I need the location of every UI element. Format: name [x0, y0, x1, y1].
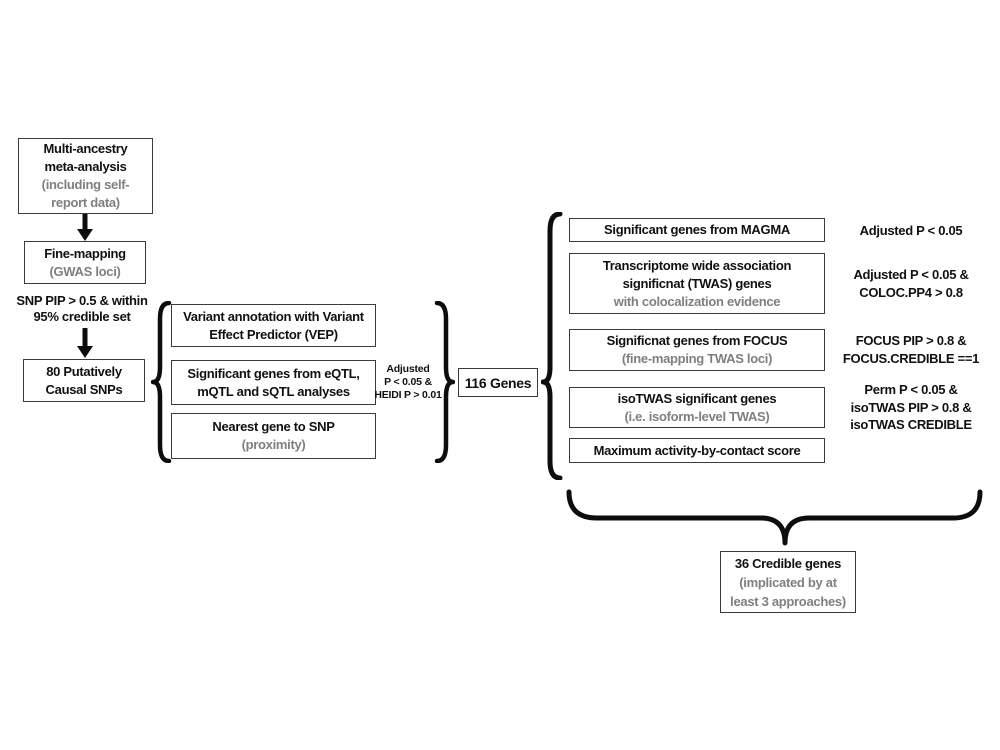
twas-genes-box: Transcriptome wide association significn…: [569, 253, 825, 314]
isotwas-genes-title: isoTWAS significant genes: [617, 390, 777, 406]
twas-genes-subtitle: with colocalization evidence: [613, 293, 781, 309]
heidi-threshold-annotation: Adjusted P < 0.05 & HEIDI P > 0.01: [374, 363, 442, 401]
nearest-gene-title: Nearest gene to SNP: [212, 419, 335, 434]
nearest-gene-box: Nearest gene to SNP (proximity): [171, 413, 376, 459]
genes-116-box: 116 Genes: [458, 368, 538, 397]
curly-brace-down-icon: [566, 489, 983, 546]
curly-brace-left-icon: [541, 212, 563, 480]
credible-genes-title: 36 Credible genes: [734, 555, 842, 571]
focus-genes-title: Significnat genes from FOCUS: [606, 333, 788, 348]
arrow-down-icon: [77, 214, 93, 241]
isotwas-genes-box: isoTWAS significant genes (i.e. isoform-…: [569, 387, 825, 428]
isotwas-threshold-annotation: Perm P < 0.05 & isoTWAS PIP > 0.8 & isoT…: [850, 382, 972, 432]
credible-genes-subtitle: (implicated by at least 3 approaches): [730, 574, 846, 609]
causal-snps-title: 80 Putatively Causal SNPs: [45, 363, 123, 397]
twas-genes-title: Transcriptome wide association significn…: [602, 257, 792, 291]
vep-annotation-box: Variant annotation with Variant Effect P…: [171, 304, 376, 347]
magma-genes-box: Significant genes from MAGMA: [569, 218, 825, 242]
magma-genes-title: Significant genes from MAGMA: [604, 222, 790, 237]
magma-threshold-annotation: Adjusted P < 0.05: [859, 223, 963, 238]
arrow-down-icon: [77, 328, 93, 358]
credible-genes-box: 36 Credible genes (implicated by at leas…: [720, 551, 856, 613]
fine-mapping-box: Fine-mapping (GWAS loci): [24, 241, 146, 284]
causal-snps-box: 80 Putatively Causal SNPs: [23, 359, 145, 402]
curly-brace-left-icon: [151, 301, 172, 463]
fine-mapping-subtitle: (GWAS loci): [49, 263, 121, 279]
curly-brace-right-icon: [434, 301, 455, 463]
multi-ancestry-subtitle: (including self- report data): [41, 177, 130, 210]
focus-genes-subtitle: (fine-mapping TWAS loci): [621, 351, 773, 366]
abc-score-box: Maximum activity-by-contact score: [569, 438, 825, 463]
multi-ancestry-title: Multi-ancestry meta-analysis: [43, 141, 128, 174]
snp-pip-filter-label: SNP PIP > 0.5 & within 95% credible set: [16, 293, 148, 324]
qtl-genes-title: Significant genes from eQTL, mQTL and sQ…: [187, 365, 360, 399]
vep-annotation-title: Variant annotation with Variant Effect P…: [183, 308, 364, 342]
fine-mapping-title: Fine-mapping: [44, 245, 126, 261]
focus-threshold-annotation: FOCUS PIP > 0.8 & FOCUS.CREDIBLE ==1: [842, 333, 980, 366]
abc-score-title: Maximum activity-by-contact score: [593, 442, 801, 458]
nearest-gene-subtitle: (proximity): [241, 437, 306, 452]
twas-threshold-annotation: Adjusted P < 0.05 & COLOC.PP4 > 0.8: [853, 267, 969, 300]
isotwas-genes-subtitle: (i.e. isoform-level TWAS): [624, 408, 770, 424]
genes-116-title: 116 Genes: [464, 374, 532, 391]
qtl-genes-box: Significant genes from eQTL, mQTL and sQ…: [171, 360, 376, 405]
multi-ancestry-meta-analysis-box: Multi-ancestry meta-analysis (including …: [18, 138, 153, 214]
focus-genes-box: Significnat genes from FOCUS (fine-mappi…: [569, 329, 825, 371]
